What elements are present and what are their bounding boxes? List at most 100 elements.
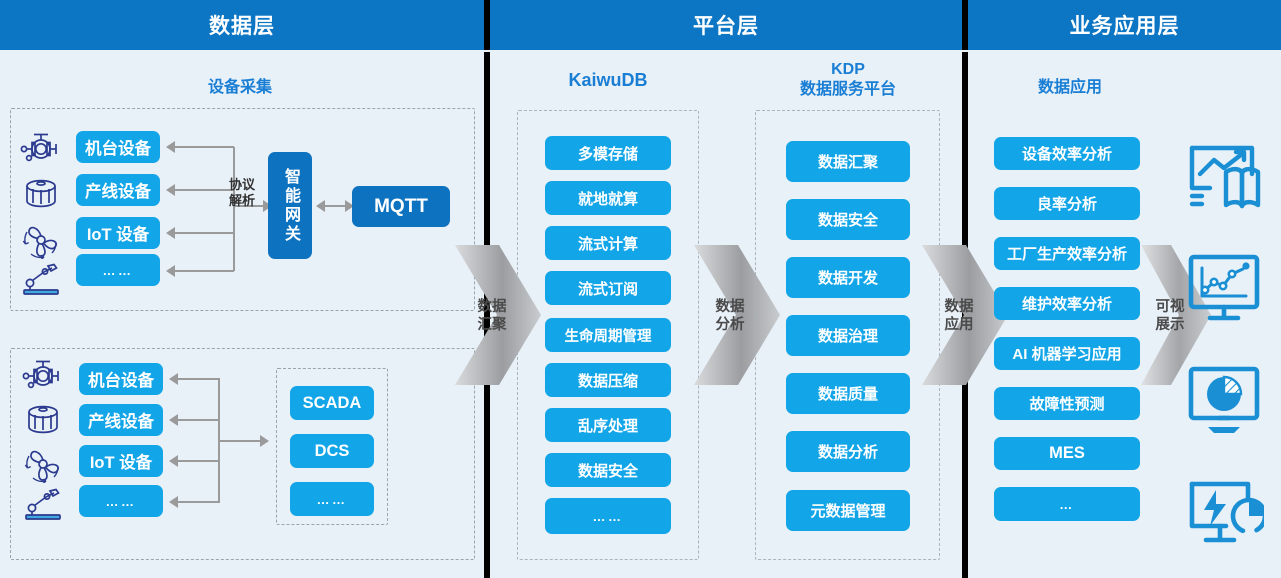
kdp-item-5[interactable]: 数据分析 <box>786 431 910 472</box>
app-item-5[interactable]: 故障性预测 <box>994 387 1140 420</box>
kdp-group <box>755 110 940 560</box>
kaiwudb-group <box>517 110 699 560</box>
flow-arrow-aggregation <box>455 245 541 385</box>
bus-branch-2-bottom <box>178 419 219 421</box>
flow-arrow-visualization-label: 可视 展示 <box>1155 299 1185 333</box>
bus-branch-4-top <box>175 270 234 272</box>
kdp-item-2[interactable]: 数据开发 <box>786 257 910 298</box>
flow-arrow-aggregation-label: 数据 汇聚 <box>477 299 507 333</box>
app-item-2[interactable]: 工厂生产效率分析 <box>994 237 1140 270</box>
robot-arm-icon <box>18 262 64 296</box>
bus-arrow-4-top <box>166 265 175 277</box>
tank-icon <box>20 177 62 211</box>
system-pill-scada[interactable]: SCADA <box>290 386 374 420</box>
kdp-item-0[interactable]: 数据汇聚 <box>786 141 910 182</box>
kdp-item-6[interactable]: 元数据管理 <box>786 490 910 531</box>
flow-arrow-visualization <box>1141 245 1211 385</box>
bus-branch-3-bottom <box>178 460 219 462</box>
monitor-pie-chart-icon <box>1186 365 1262 439</box>
bus-branch-2-top <box>175 189 234 191</box>
device-pill-line-top[interactable]: 产线设备 <box>76 174 160 206</box>
flow-arrow-analysis-label: 数据 分析 <box>715 299 745 333</box>
header-platform-layer-label: 平台层 <box>693 15 759 38</box>
kaiwudb-item-5[interactable]: 数据压缩 <box>545 363 671 397</box>
bus-arrow-1-top <box>166 141 175 153</box>
bus-branch-3-top <box>175 232 234 234</box>
device-pill-machine-bottom[interactable]: 机台设备 <box>79 363 163 395</box>
protocol-parse-label: 协议 解析 <box>228 177 255 208</box>
kaiwudb-item-8[interactable]: …… <box>545 498 671 534</box>
device-collection-group-bottom <box>10 348 475 560</box>
device-pill-iot-top[interactable]: IoT 设备 <box>76 217 160 249</box>
header-data-layer-label: 数据层 <box>209 15 275 38</box>
mqtt-box[interactable]: MQTT <box>352 186 450 227</box>
robot-arm-icon-bottom <box>20 487 66 521</box>
app-item-6[interactable]: MES <box>994 437 1140 470</box>
device-pill-more-bottom[interactable]: …… <box>79 485 163 517</box>
kdp-item-3[interactable]: 数据治理 <box>786 315 910 356</box>
section-title-data-application: 数据应用 <box>1037 79 1102 96</box>
systems-in-arrow <box>260 435 269 447</box>
kdp-item-1[interactable]: 数据安全 <box>786 199 910 240</box>
column-divider-1 <box>484 52 490 578</box>
kaiwudb-item-3[interactable]: 流式订阅 <box>545 271 671 305</box>
flow-arrow-application <box>922 245 1008 385</box>
kaiwudb-item-6[interactable]: 乱序处理 <box>545 408 671 442</box>
system-pill-dcs[interactable]: DCS <box>290 434 374 468</box>
header-divider-2 <box>962 0 968 50</box>
bus-branch-4-bottom <box>178 501 219 503</box>
gateway-in-arrow <box>263 200 272 212</box>
fan-icon <box>18 221 64 259</box>
bus-arrow-3-bottom <box>169 455 178 467</box>
chart-book-icon <box>1186 140 1264 212</box>
bus-arrow-4-bottom <box>169 496 178 508</box>
bus-arrow-3-top <box>166 227 175 239</box>
app-item-7[interactable]: … <box>994 487 1140 521</box>
kdp-item-4[interactable]: 数据质量 <box>786 373 910 414</box>
mqtt-link-arrow-right <box>345 200 354 212</box>
flow-arrow-application-label: 数据 应用 <box>944 299 974 333</box>
bus-arrow-1-bottom <box>169 373 178 385</box>
device-pill-more-top[interactable]: …… <box>76 254 160 286</box>
kaiwudb-item-4[interactable]: 生命周期管理 <box>545 318 671 352</box>
tank-icon-bottom <box>22 403 64 437</box>
section-title-kdp: KDP 数据服务平台 <box>799 61 896 98</box>
section-title-device-collection: 设备采集 <box>207 79 272 96</box>
header-application-layer-label: 业务应用层 <box>1069 15 1180 38</box>
gateway-box[interactable]: 智能网关 <box>268 152 312 259</box>
monitor-line-chart-icon <box>1186 252 1262 324</box>
bus-branch-1-bottom <box>178 378 219 380</box>
system-pill-more[interactable]: …… <box>290 482 374 516</box>
device-pill-iot-bottom[interactable]: IoT 设备 <box>79 445 163 477</box>
systems-in-line <box>219 440 262 442</box>
bus-branch-1-top <box>175 146 234 148</box>
kaiwudb-item-0[interactable]: 多模存储 <box>545 136 671 170</box>
control-systems-group <box>276 368 388 525</box>
mqtt-link-line <box>322 205 348 207</box>
app-item-1[interactable]: 良率分析 <box>994 187 1140 220</box>
flow-arrow-analysis <box>694 245 780 385</box>
valve-icon-bottom <box>20 358 66 392</box>
app-item-4[interactable]: AI 机器学习应用 <box>994 337 1140 370</box>
device-pill-machine-top[interactable]: 机台设备 <box>76 131 160 163</box>
kaiwudb-item-2[interactable]: 流式计算 <box>545 226 671 260</box>
mqtt-link-arrow-left <box>316 200 325 212</box>
header-application-layer: 业务应用层 <box>968 0 1281 50</box>
device-pill-line-bottom[interactable]: 产线设备 <box>79 404 163 436</box>
device-collection-group-top <box>10 108 475 311</box>
section-title-kaiwudb: KaiwuDB <box>568 70 648 90</box>
fan-icon-bottom <box>20 445 66 483</box>
kaiwudb-item-7[interactable]: 数据安全 <box>545 453 671 487</box>
bus-arrow-2-bottom <box>169 414 178 426</box>
kaiwudb-item-1[interactable]: 就地就算 <box>545 181 671 215</box>
gateway-in-line <box>233 205 265 207</box>
header-data-layer: 数据层 <box>0 0 484 50</box>
header-divider-1 <box>484 0 490 50</box>
valve-icon <box>18 131 64 165</box>
app-item-0[interactable]: 设备效率分析 <box>994 137 1140 170</box>
bus-arrow-2-top <box>166 184 175 196</box>
app-item-3[interactable]: 维护效率分析 <box>994 287 1140 320</box>
monitor-energy-gauge-icon <box>1186 476 1264 548</box>
header-platform-layer: 平台层 <box>490 0 962 50</box>
